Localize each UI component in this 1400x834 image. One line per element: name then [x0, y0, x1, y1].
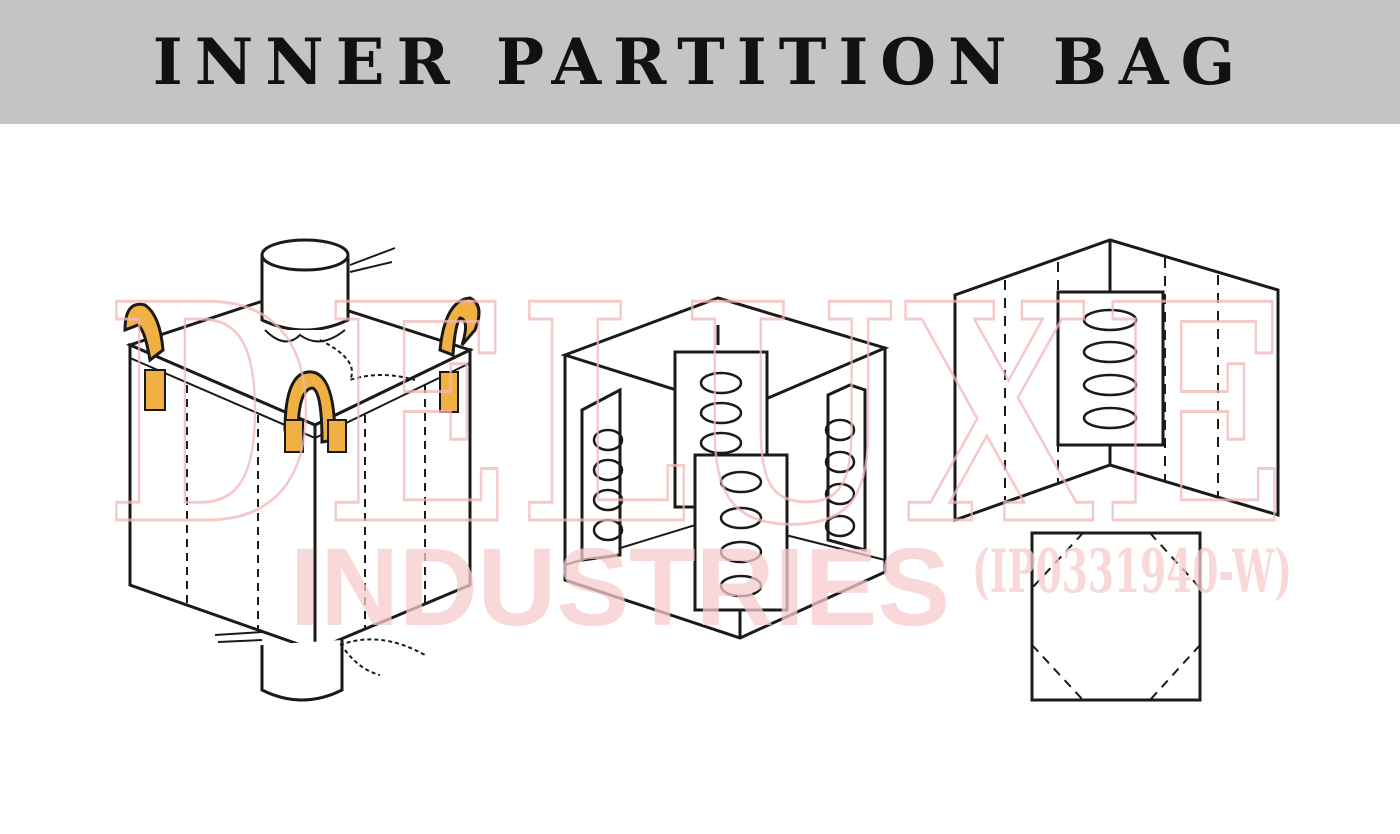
loop-tab — [144, 369, 459, 453]
watermark: DELUXE INDUSTRIES (IP0331940-W) — [104, 237, 1295, 650]
title-banner: INNER PARTITION BAG — [0, 0, 1400, 124]
bottom-spout — [260, 640, 344, 702]
page-title: INNER PARTITION BAG — [152, 24, 1248, 100]
watermark-deluxe: DELUXE — [105, 238, 1295, 591]
base-panel-drawing — [1030, 531, 1202, 702]
partition-cube-drawing — [560, 296, 890, 640]
watermark-industries: INDUSTRIES — [290, 526, 950, 649]
top-spout — [260, 238, 350, 343]
partition-panel-drawing — [953, 238, 1280, 523]
bulk-bag-drawing — [123, 238, 481, 702]
watermark-reg-no: (IP0331940-W) — [972, 537, 1292, 607]
